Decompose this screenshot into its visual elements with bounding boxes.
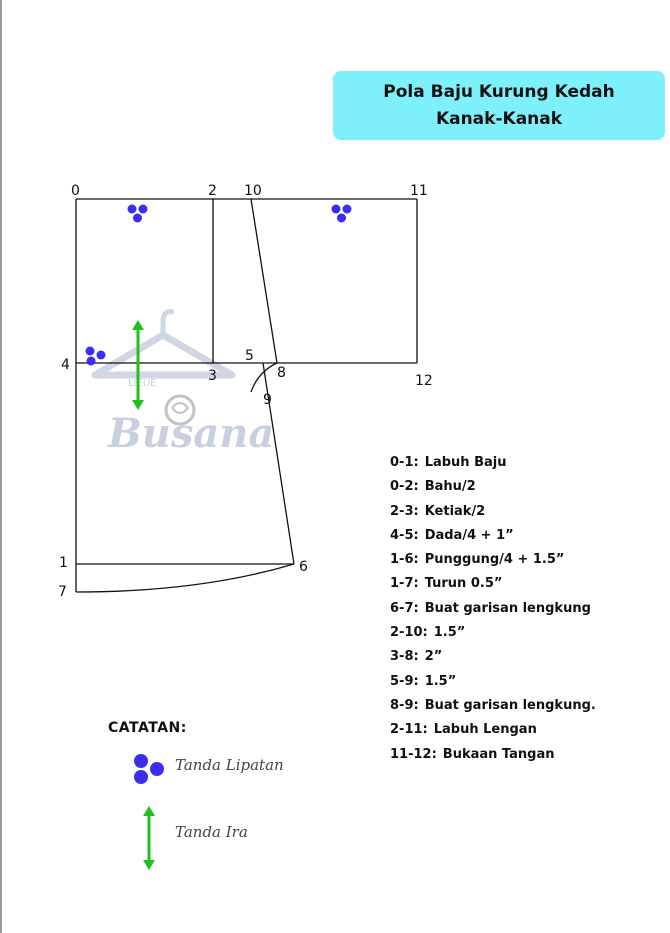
curve-6-7 xyxy=(75,563,295,593)
grain-arrow xyxy=(132,320,144,410)
notes-title: CATATAN: xyxy=(108,720,187,736)
hanger-icon xyxy=(91,331,236,379)
title-box: Pola Baju Kurung Kedah Kanak-Kanak xyxy=(333,71,665,140)
legend-item: 6-7:Buat garisan lengkung xyxy=(390,600,591,616)
legend-item: 2-11:Labuh Lengan xyxy=(390,722,537,738)
legend-item: 2-10:1.5” xyxy=(390,625,466,641)
fold-marker-top-right xyxy=(331,204,352,223)
point-label-1: 1 xyxy=(59,555,68,571)
point-label-5: 5 xyxy=(245,348,254,364)
curve-8-9 xyxy=(250,362,278,393)
line-10-8 xyxy=(250,198,278,364)
point-label-8: 8 xyxy=(277,365,286,381)
fold-marker-legend-icon xyxy=(134,754,164,784)
rose-icon xyxy=(164,394,196,426)
fold-marker-top-left xyxy=(127,204,148,223)
fold-marker-label: Tanda Lipatan xyxy=(175,756,284,774)
legend-item: 1-6:Punggung/4 + 1.5” xyxy=(390,552,565,568)
legend-item: 11-12:Bukaan Tangan xyxy=(390,746,555,762)
point-label-4: 4 xyxy=(61,357,70,373)
title-line-2: Kanak-Kanak xyxy=(435,108,563,129)
legend-item: 8-9:Buat garisan lengkung. xyxy=(390,697,596,713)
legend-item: 0-1:Labuh Baju xyxy=(390,455,507,470)
point-label-6: 6 xyxy=(299,559,308,575)
watermark-top-text: LIEUE xyxy=(128,378,156,389)
fold-marker-left xyxy=(85,346,106,366)
point-label-11: 11 xyxy=(410,183,428,199)
grain-arrow-label: Tanda Ira xyxy=(175,823,248,841)
point-label-9: 9 xyxy=(263,392,272,408)
pattern-lines xyxy=(75,198,418,593)
point-label-10: 10 xyxy=(244,183,262,199)
grain-arrow-legend-icon xyxy=(143,806,155,870)
legend-item: 3-8:2” xyxy=(390,649,443,665)
hanger-hook-icon xyxy=(160,309,175,338)
page-left-border xyxy=(0,0,2,933)
line-5-6 xyxy=(262,362,295,565)
legend-item: 2-3:Ketiak/2 xyxy=(390,503,486,519)
legend-item: 1-7:Turun 0.5” xyxy=(390,576,503,592)
point-label-3: 3 xyxy=(208,368,217,384)
legend-item: 0-2:Bahu/2 xyxy=(390,479,476,495)
point-label-7: 7 xyxy=(58,584,67,600)
point-label-12: 12 xyxy=(415,373,433,389)
title-line-1: Pola Baju Kurung Kedah xyxy=(383,81,615,102)
point-label-2: 2 xyxy=(208,183,217,199)
watermark-logo: LIEUE Busana xyxy=(91,309,274,457)
legend-item: 4-5:Dada/4 + 1” xyxy=(390,527,514,543)
measurement-legend: 0-1:Labuh Baju 0-2:Bahu/2 2-3:Ketiak/2 4… xyxy=(390,454,596,770)
legend-item: 5-9:1.5” xyxy=(390,673,457,689)
point-label-0: 0 xyxy=(71,183,80,199)
watermark-main-text: Busana xyxy=(107,410,274,457)
